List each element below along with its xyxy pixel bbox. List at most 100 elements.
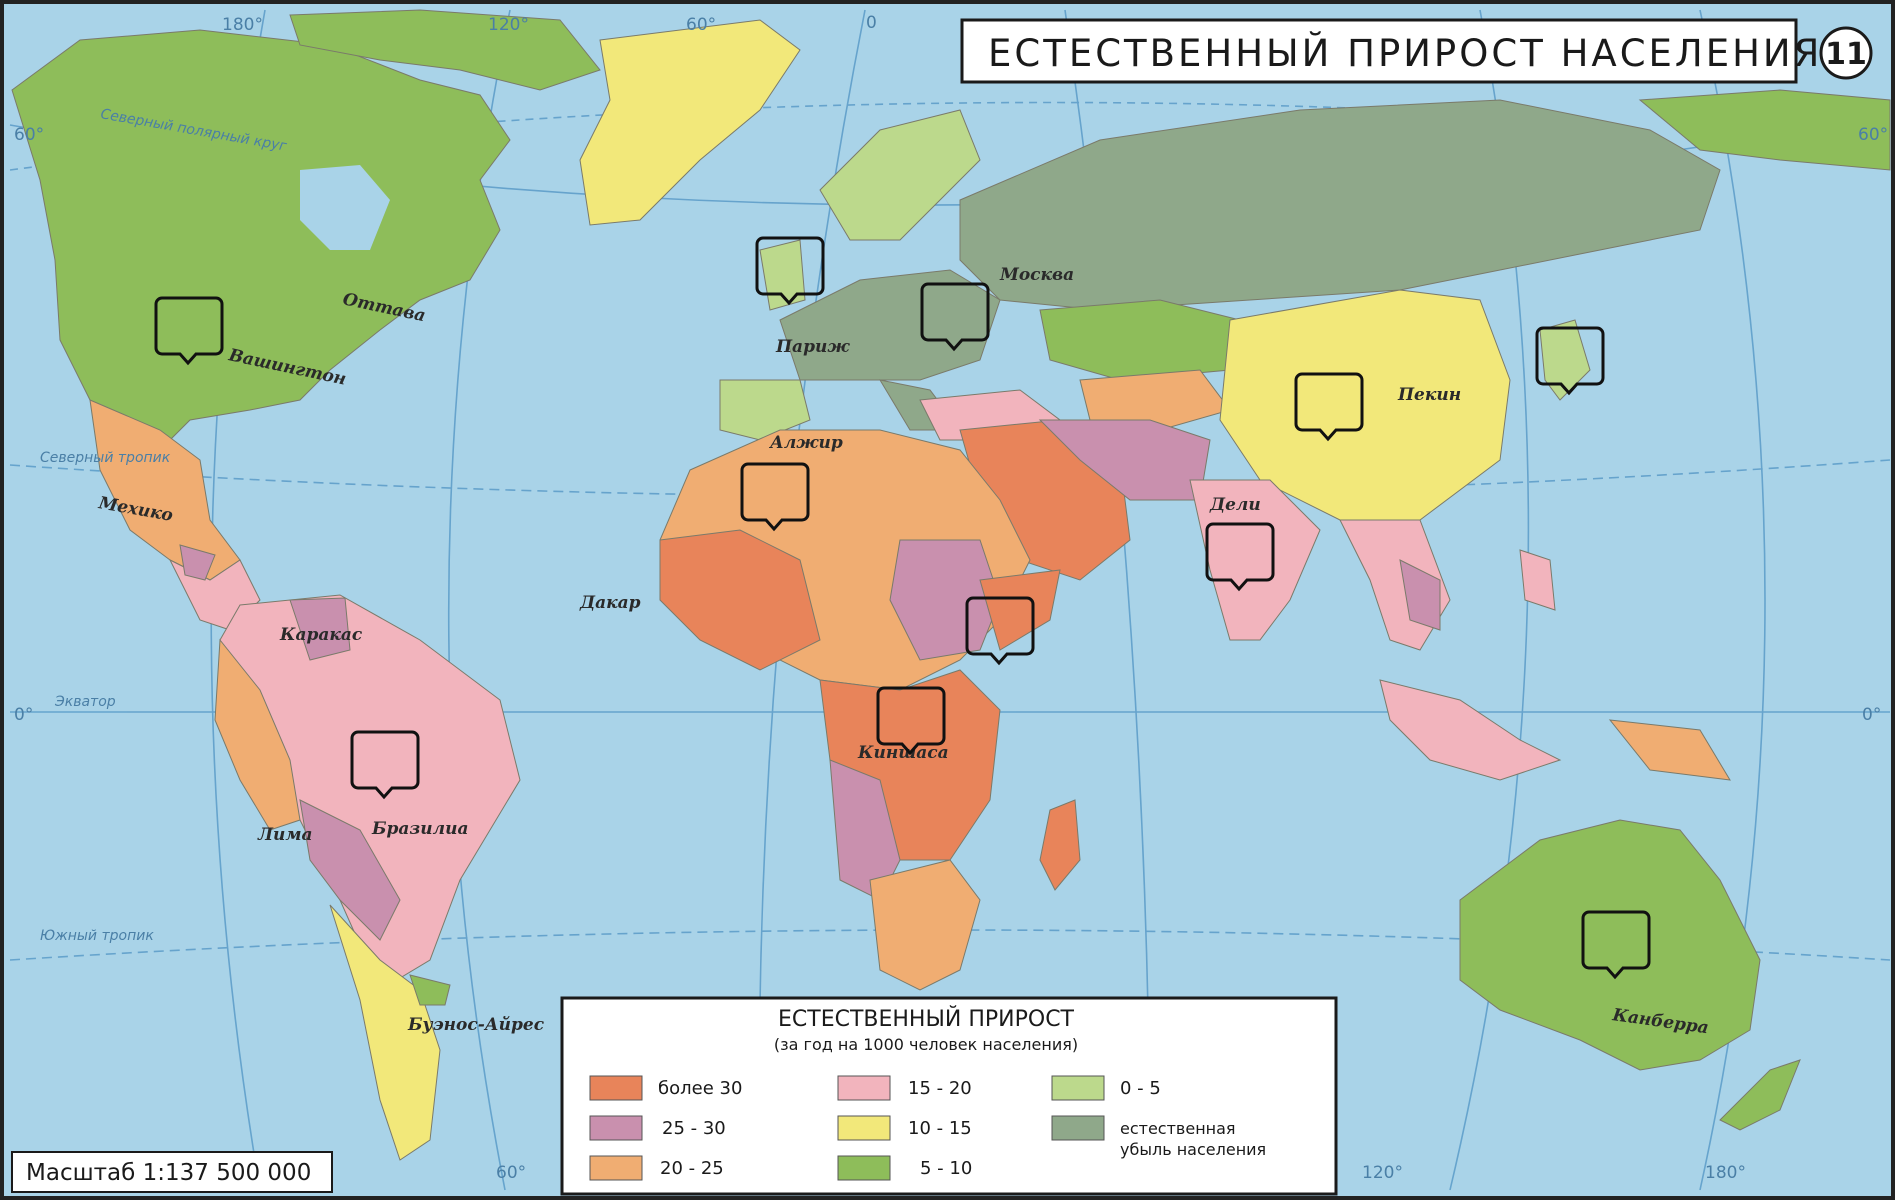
scandinavia — [819, 109, 981, 241]
central-asia — [1079, 369, 1231, 431]
title-frame — [960, 18, 1798, 84]
callout-bubble-usa[interactable] — [154, 296, 224, 366]
chukotka — [1638, 89, 1891, 171]
central-america-purple — [179, 544, 216, 581]
city-lima: Лима — [257, 825, 313, 845]
west-africa — [659, 529, 821, 671]
bolivia-paraguay — [299, 799, 401, 941]
horn — [979, 569, 1061, 651]
callout-bubble-eastern-europe[interactable] — [920, 282, 990, 352]
africa — [659, 429, 1081, 991]
map-number: 11 — [1825, 37, 1867, 72]
map-title: ЕСТЕСТВЕННЫЙ ПРИРОСТ НАСЕЛЕНИЯ — [988, 31, 1822, 75]
hudson-bay — [300, 165, 390, 250]
city-algiers: Алжир — [768, 433, 843, 453]
legend-label: естественная — [1120, 1119, 1236, 1138]
venezuela — [289, 597, 351, 661]
legend-label: 20 - 25 — [660, 1158, 724, 1179]
legend-label: убыль населения — [1120, 1140, 1266, 1159]
title-box: ЕСТЕСТВЕННЫЙ ПРИРОСТ НАСЕЛЕНИЯ 11 — [960, 18, 1873, 84]
scale-label: Масштаб 1:137 500 000 — [26, 1160, 311, 1186]
callout-bubble-japan[interactable] — [1535, 326, 1605, 396]
city-dakar: Дакар — [579, 593, 641, 613]
callout-bubble-brazil[interactable] — [350, 730, 420, 800]
callout-bubble-uk[interactable] — [755, 236, 825, 306]
asia — [959, 89, 1891, 781]
parallel-label: Южный тропик — [40, 928, 154, 944]
legend-swatch — [589, 1115, 643, 1141]
city-caracas: Каракас — [279, 625, 363, 645]
greenland — [579, 19, 801, 226]
callout-markers[interactable] — [154, 236, 1651, 980]
legend-label: 15 - 20 — [908, 1078, 972, 1099]
callout-bubble-china[interactable] — [1294, 372, 1364, 442]
meridian-label: 60° — [686, 15, 716, 35]
meridian-label: 120° — [488, 15, 529, 35]
russia — [959, 99, 1721, 311]
indonesia — [1379, 679, 1562, 781]
madagascar — [1039, 799, 1081, 891]
philippines — [1519, 549, 1556, 611]
city-kinshasa: Киншаса — [857, 743, 949, 763]
meridian-label: 180° — [222, 15, 263, 35]
callout-bubble-algeria[interactable] — [740, 462, 810, 532]
argentina — [329, 904, 441, 1161]
scale-frame — [11, 1151, 333, 1193]
parallel-label: Северный тропик — [40, 450, 171, 466]
city-paris: Париж — [775, 337, 850, 357]
canada-usa — [11, 29, 511, 451]
china-mongolia — [1219, 289, 1511, 521]
city-moscow: Москва — [999, 265, 1074, 285]
scale-box: Масштаб 1:137 500 000 — [11, 1151, 333, 1193]
city-buenos-aires: Буэнос-Айрес — [407, 1015, 545, 1035]
andes-orange — [214, 638, 301, 831]
callout-bubble-congo[interactable] — [876, 686, 946, 756]
meridian-label: 0 — [866, 13, 877, 33]
southern-africa — [869, 859, 981, 991]
legend-swatch — [1051, 1075, 1105, 1101]
new-guinea — [1608, 719, 1731, 781]
legend-swatch — [1051, 1115, 1105, 1141]
western-europe — [779, 269, 1001, 381]
arctic-islands — [289, 9, 601, 91]
indochina-purple — [1399, 559, 1441, 631]
lat-label: 0° — [14, 705, 33, 725]
meridian-label: 60° — [496, 1163, 526, 1183]
legend-swatch — [837, 1115, 891, 1141]
legend-label: 5 - 10 — [920, 1158, 972, 1179]
new-zealand — [1719, 1059, 1801, 1131]
legend-swatch — [589, 1155, 643, 1181]
sudan-east — [889, 539, 1001, 661]
map-number-circle — [1819, 26, 1873, 80]
legend-label: более 30 — [658, 1078, 742, 1099]
callout-bubble-sudan[interactable] — [965, 596, 1035, 666]
lat-label: 60° — [14, 125, 44, 145]
australia — [1459, 819, 1761, 1071]
city-brasilia: Бразилиа — [371, 819, 468, 839]
city-beijing: Пекин — [1397, 385, 1461, 405]
legend-label: 10 - 15 — [908, 1118, 972, 1139]
lat-label: 60° — [1858, 125, 1888, 145]
callout-bubble-india[interactable] — [1205, 522, 1275, 592]
europe — [719, 109, 1062, 441]
oceania — [1459, 819, 1801, 1131]
parallel-label: Экватор — [54, 694, 116, 710]
south-america — [214, 594, 521, 1161]
lat-label: 0° — [1862, 705, 1881, 725]
north-america — [11, 9, 601, 631]
legend-swatch — [837, 1155, 891, 1181]
uruguay — [409, 974, 451, 1006]
legend-swatch — [837, 1075, 891, 1101]
legend-title: ЕСТЕСТВЕННЫЙ ПРИРОСТ — [778, 1006, 1075, 1032]
india — [1189, 479, 1321, 641]
meridian-label: 180° — [1705, 1163, 1746, 1183]
legend: ЕСТЕСТВЕННЫЙ ПРИРОСТ (за год на 1000 чел… — [560, 996, 1338, 1196]
meridian-labels: 180° 120° 60° 0 60° 120° 180° — [222, 13, 1746, 1183]
legend-label: 0 - 5 — [1120, 1078, 1161, 1099]
meridian-label: 120° — [1362, 1163, 1403, 1183]
callout-bubble-australia[interactable] — [1581, 910, 1651, 980]
legend-label: 25 - 30 — [662, 1118, 726, 1139]
legend-subtitle: (за год на 1000 человек населения) — [774, 1035, 1078, 1054]
city-delhi: Дели — [1209, 495, 1261, 515]
